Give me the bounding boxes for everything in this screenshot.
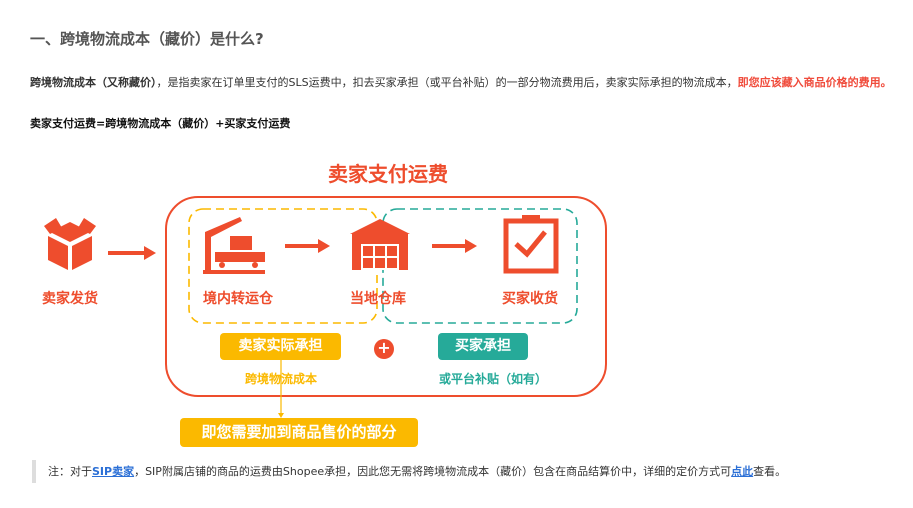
sip-seller-link[interactable]: SIP卖家: [92, 465, 135, 478]
definition-highlight: 即您应该藏入商品价格的费用。: [737, 76, 892, 89]
note-suffix: 查看。: [753, 465, 787, 478]
seller-bears-badge: 卖家实际承担: [220, 333, 341, 360]
step-transit-warehouse: 境内转运仓: [203, 291, 273, 307]
buyer-bears-badge: 买家承担: [438, 333, 528, 360]
step-seller-ships: 卖家发货: [42, 291, 98, 307]
step-buyer-receives: 买家收货: [502, 291, 558, 307]
plus-icon: +: [377, 338, 391, 357]
step-local-warehouse: 当地仓库: [350, 291, 406, 307]
clipboard-check-icon: [503, 215, 559, 274]
arrow-icon: [108, 239, 477, 260]
definition-term: 跨境物流成本（又称藏价）: [30, 76, 157, 89]
buyer-bears-subtitle: 或平台补贴（如有）: [438, 372, 547, 386]
note-prefix: 注：对于: [48, 465, 92, 478]
section-heading: 一、跨境物流成本（藏价）是什么?: [30, 30, 264, 48]
formula: 卖家支付运费=跨境物流成本（藏价）+买家支付运费: [30, 117, 291, 130]
note-block: 注：对于SIP卖家，SIP附属店铺的商品的运费由Shopee承担，因此您无需将跨…: [32, 460, 786, 483]
definition-body: ，是指卖家在订单里支付的SLS运费中，扣去买家承担（或平台补贴）的一部分物流费用…: [156, 76, 738, 89]
package-icon: [44, 218, 96, 270]
seller-pays-frame: [165, 196, 607, 397]
connector-arrowhead: [278, 413, 284, 418]
diagram-title: 卖家支付运费: [328, 162, 448, 186]
warehouse-icon: [350, 219, 410, 270]
plus-circle: [374, 339, 394, 359]
crane-truck-icon: [203, 217, 265, 274]
note-body: ，SIP附属店铺的商品的运费由Shopee承担，因此您无需将跨境物流成本（藏价）…: [134, 465, 732, 478]
click-here-link[interactable]: 点此: [731, 465, 754, 478]
result-badge: 即您需要加到商品售价的部分: [180, 418, 418, 447]
seller-bears-subtitle: 跨境物流成本: [244, 372, 317, 386]
definition-paragraph: 跨境物流成本（又称藏价），是指卖家在订单里支付的SLS运费中，扣去买家承担（或平…: [30, 74, 892, 90]
